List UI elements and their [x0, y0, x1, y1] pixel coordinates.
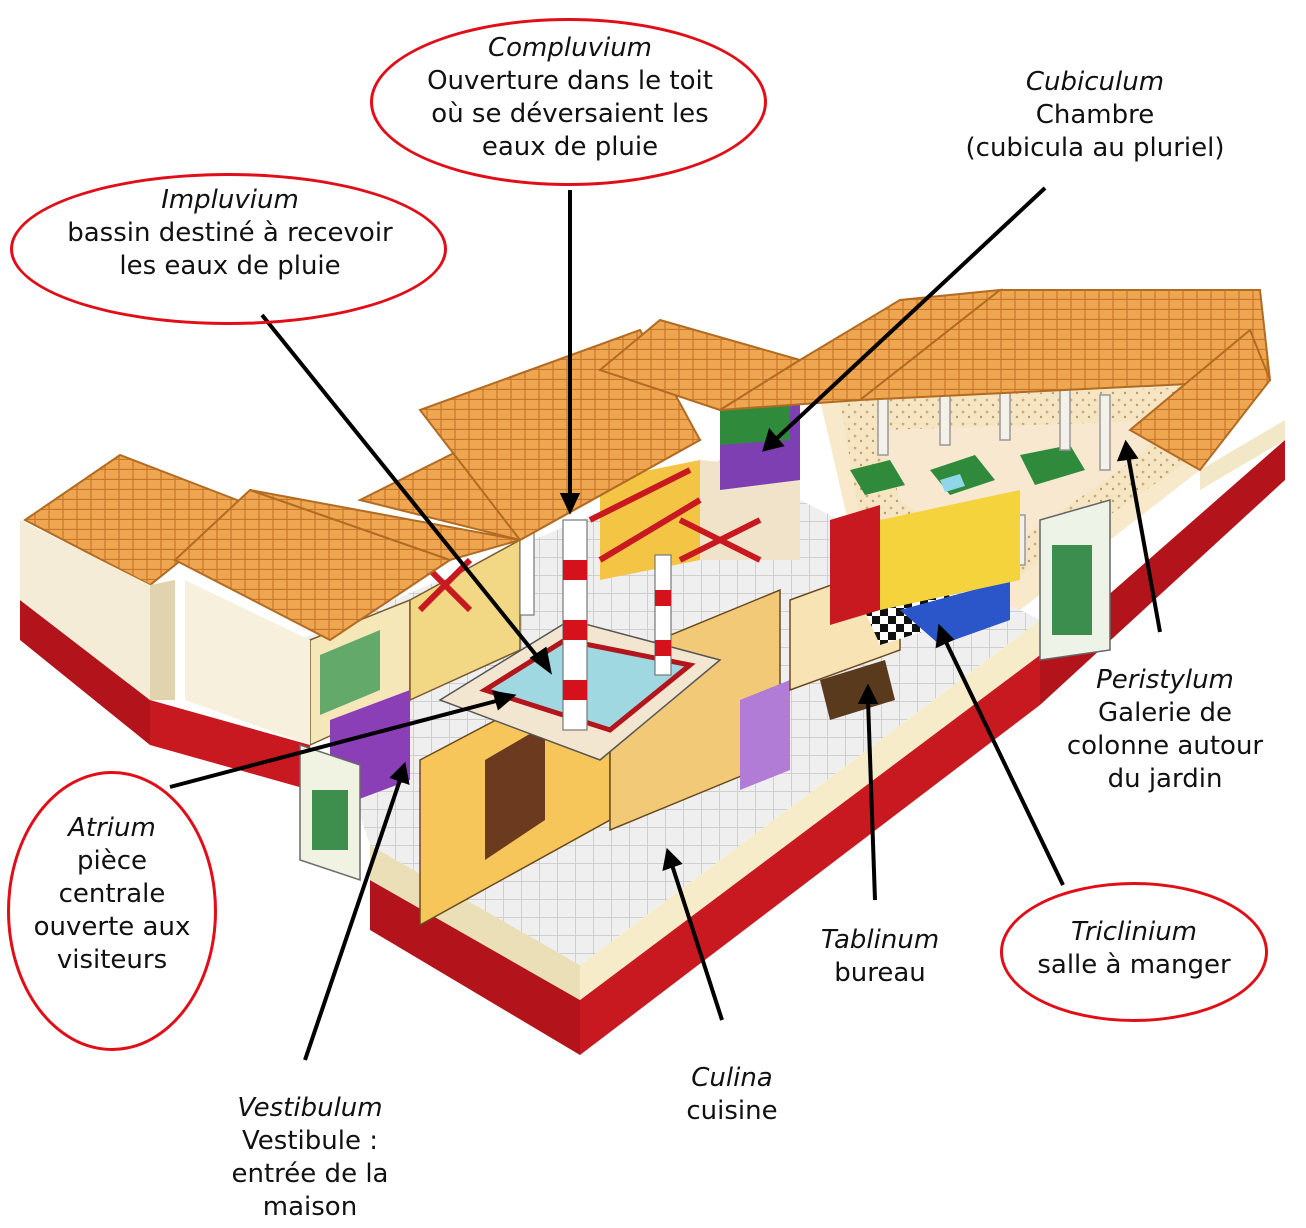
vestibulum-desc-1: Vestibule :	[242, 1126, 378, 1156]
peristylum-pointer	[1126, 454, 1162, 633]
atrium-arrowhead	[492, 690, 517, 711]
compluvium-ring	[370, 18, 767, 186]
vestibulum-label: Vestibulum Vestibule : entrée de la mais…	[180, 1092, 440, 1224]
tablinum-term: Tablinum	[820, 925, 940, 955]
triclinium-term: Triclinium	[1070, 917, 1198, 947]
tablinum-pointer	[866, 699, 877, 901]
vestibulum-desc-3: maison	[262, 1192, 358, 1222]
peristylum-desc-1: Galerie de	[1098, 698, 1232, 728]
impluvium-desc-1: bassin destiné à recevoir	[67, 218, 393, 248]
cubiculum-term: Cubiculum	[1025, 67, 1165, 97]
atrium-label: Atrium pièce centrale ouverte aux visite…	[10, 812, 214, 977]
compluvium-desc-2: où se déversaient les	[431, 99, 709, 129]
vestibulum-desc-2: entrée de la	[231, 1159, 389, 1189]
compluvium-term: Compluvium	[487, 33, 652, 63]
atrium-desc-4: visiteurs	[56, 945, 168, 975]
impluvium-pointer	[260, 313, 542, 662]
triclinium-arrowhead	[935, 623, 955, 649]
compluvium-arrowhead	[559, 493, 581, 515]
atrium-pointer	[169, 698, 501, 789]
culina-arrowhead	[662, 847, 683, 872]
house-base	[20, 420, 1285, 1055]
tablinum-arrowhead	[857, 683, 879, 704]
peristylum-desc-3: du jardin	[1107, 764, 1223, 794]
pointer-lines	[169, 186, 1162, 1061]
triclinium-ring	[1000, 882, 1268, 1022]
compluvium-label: Compluvium Ouverture dans le toit où se …	[380, 32, 760, 164]
triclinium-desc-1: salle à manger	[1037, 950, 1231, 980]
vestibulum-term: Vestibulum	[237, 1093, 383, 1123]
cubiculum-pointer	[773, 186, 1047, 442]
atrium-ring	[7, 771, 217, 1051]
impluvium-label: Impluvium bassin destiné à recevoir les …	[20, 184, 440, 283]
peristylum-label: Peristylum Galerie de colonne autour du …	[1040, 664, 1290, 796]
compluvium-desc-1: Ouverture dans le toit	[427, 66, 713, 96]
triclinium-pointer	[943, 639, 1065, 886]
culina-desc-1: cuisine	[686, 1096, 778, 1126]
cubiculum-arrowhead	[762, 427, 785, 452]
triclinium-label: Triclinium salle à manger	[1005, 916, 1263, 982]
peristylum-arrowhead	[1116, 439, 1139, 462]
culina-pointer	[670, 864, 724, 1021]
atrium-desc-1: pièce	[76, 846, 147, 876]
impluvium-ring	[10, 173, 447, 325]
compluvium-desc-3: eaux de pluie	[481, 132, 659, 162]
culina-label: Culina cuisine	[642, 1062, 822, 1128]
cubiculum-desc-1: Chambre	[1035, 100, 1155, 130]
atrium-desc-3: ouverte aux	[33, 912, 191, 942]
roofs	[20, 288, 1272, 745]
tablinum-desc-1: bureau	[834, 958, 926, 988]
impluvium-arrowhead	[529, 646, 552, 675]
peristylum-desc-2: colonne autour	[1066, 731, 1264, 761]
atrium-term: Atrium	[68, 813, 156, 843]
vestibulum-pointer	[303, 779, 402, 1061]
vestibulum-arrowhead	[389, 761, 410, 786]
impluvium-term: Impluvium	[161, 185, 299, 215]
cubiculum-desc-2: (cubicula au pluriel)	[965, 133, 1225, 163]
peristylum-term: Peristylum	[1096, 665, 1234, 695]
atrium-desc-2: centrale	[58, 879, 166, 909]
tablinum-label: Tablinum bureau	[790, 924, 970, 990]
culina-term: Culina	[691, 1063, 773, 1093]
impluvium-desc-2: les eaux de pluie	[119, 251, 341, 281]
cubiculum-label: Cubiculum Chambre (cubicula au pluriel)	[915, 66, 1275, 165]
